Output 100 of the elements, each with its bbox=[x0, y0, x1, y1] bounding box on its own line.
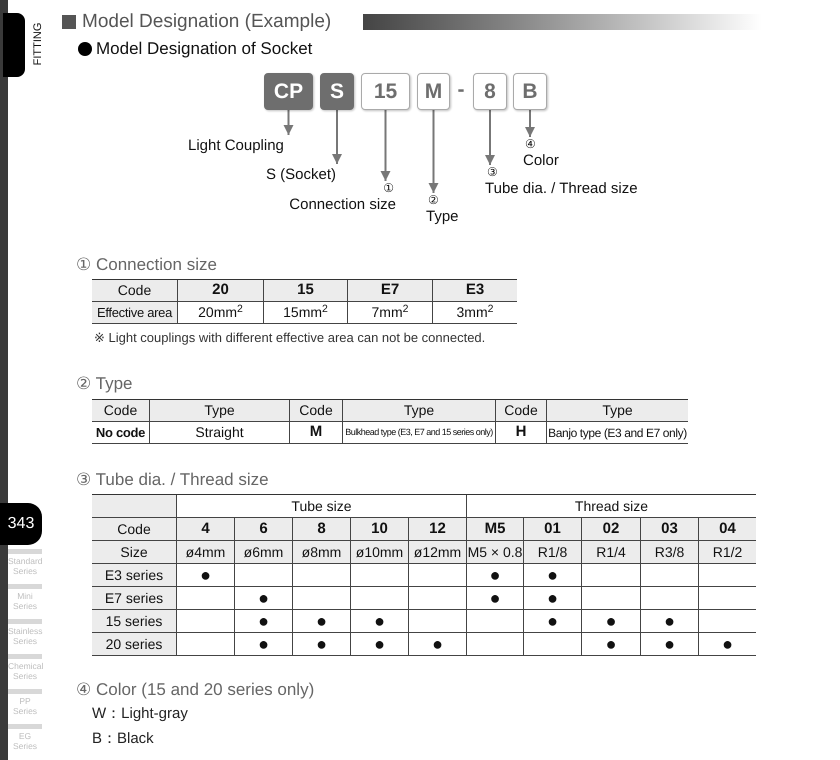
arrow bbox=[284, 110, 294, 135]
dot-mark: ● bbox=[351, 633, 409, 656]
table-cell: 04 bbox=[699, 518, 756, 541]
designation-label: Color bbox=[523, 151, 559, 171]
table-cell: 7mm$^{2}$ bbox=[348, 302, 433, 324]
table-cell: Straight bbox=[150, 422, 290, 444]
table-cell: Code bbox=[92, 400, 150, 422]
table-cell: M5 × 0.8 bbox=[467, 541, 524, 564]
circled-number: ③ bbox=[486, 165, 499, 179]
code-segment-box: 8 bbox=[473, 73, 507, 110]
table-cell: Type bbox=[150, 400, 290, 422]
code-segment-box: S bbox=[320, 73, 354, 110]
table-cell: No code bbox=[92, 422, 150, 444]
table-cell: 6 bbox=[235, 518, 293, 541]
section-heading: ② Type bbox=[76, 373, 133, 395]
designation-label: Tube dia. / Thread size bbox=[485, 179, 638, 199]
code-segment-box: B bbox=[513, 73, 547, 110]
designation-label: Type bbox=[426, 207, 459, 227]
table-cell: 3mm$^{2}$ bbox=[433, 302, 517, 324]
dot-mark: ● bbox=[235, 633, 293, 656]
table-cell: Type bbox=[343, 400, 496, 422]
table-cell: 20mm$^{2}$ bbox=[178, 302, 264, 324]
table-cell: Code bbox=[92, 518, 177, 541]
dot-mark: ● bbox=[524, 564, 582, 587]
table-cell: 12 bbox=[409, 518, 467, 541]
designation-label: S (Socket) bbox=[266, 164, 350, 186]
separator-dash: - bbox=[456, 78, 466, 102]
table-cell: E3 bbox=[433, 280, 517, 302]
dot-mark: ● bbox=[177, 564, 235, 587]
table-cell: Effective area bbox=[92, 302, 178, 324]
color-option: B：Black bbox=[92, 729, 154, 749]
dot-mark: ● bbox=[293, 633, 351, 656]
table-cell: Code bbox=[496, 400, 547, 422]
dot-mark: ● bbox=[235, 587, 293, 610]
dot-mark: ● bbox=[467, 587, 524, 610]
dot-mark: ● bbox=[582, 633, 641, 656]
arrow bbox=[428, 110, 438, 193]
table-cell: 15 series bbox=[92, 610, 177, 633]
designation-label: Connection size bbox=[289, 195, 396, 215]
section-heading: ① Connection size bbox=[76, 254, 217, 276]
series-tab-label: EG Series bbox=[12, 731, 38, 751]
table-cell: R1/2 bbox=[699, 541, 756, 564]
circled-number: ② bbox=[427, 193, 440, 207]
dot-mark: ● bbox=[641, 633, 699, 656]
table-cell: H bbox=[496, 422, 547, 444]
table-cell: 15 bbox=[264, 280, 348, 302]
dot-mark: ● bbox=[524, 610, 582, 633]
section-heading: ④ Color (15 and 20 series only) bbox=[76, 679, 314, 701]
table-cell: 20 series bbox=[92, 633, 177, 656]
dot-mark: ● bbox=[409, 633, 467, 656]
table-cell: E7 series bbox=[92, 587, 177, 610]
dot-mark: ● bbox=[582, 610, 641, 633]
series-tab-label: Chemical Series bbox=[8, 661, 42, 681]
table-cell: R3/8 bbox=[641, 541, 699, 564]
table-cell: M5 bbox=[467, 518, 524, 541]
section-heading: ③ Tube dia. / Thread size bbox=[76, 469, 269, 491]
series-tab-label: Mini Series bbox=[12, 591, 38, 611]
dot-mark: ● bbox=[641, 610, 699, 633]
color-option: W：Light-gray bbox=[92, 704, 188, 724]
table-cell: 20 bbox=[178, 280, 264, 302]
table-cell: ø10mm bbox=[351, 541, 409, 564]
arrow bbox=[332, 110, 342, 164]
dot-mark: ● bbox=[467, 564, 524, 587]
table-cell: M bbox=[290, 422, 343, 444]
series-tab-label: PP Series bbox=[12, 696, 38, 716]
table-cell: Type bbox=[547, 400, 688, 422]
table-cell: Bulkhead type (E3, E7 and 15 series only) bbox=[343, 422, 496, 444]
table-cell: 03 bbox=[641, 518, 699, 541]
table-cell: R1/4 bbox=[582, 541, 641, 564]
dot-mark: ● bbox=[235, 610, 293, 633]
page-number-tab: 343 bbox=[0, 503, 42, 545]
table-cell: 01 bbox=[524, 518, 582, 541]
table-cell: E3 series bbox=[92, 564, 177, 587]
code-segment-box: CP bbox=[264, 73, 313, 110]
designation-label: Light Coupling bbox=[188, 135, 300, 157]
table-cell: 15mm$^{2}$ bbox=[264, 302, 348, 324]
series-tab-label: Stainless Series bbox=[8, 626, 42, 646]
subtitle: Model Designation of Socket bbox=[96, 38, 312, 60]
table-cell: ø6mm bbox=[235, 541, 293, 564]
table-cell: E7 bbox=[348, 280, 433, 302]
arrow bbox=[525, 110, 535, 137]
table-cell: 10 bbox=[351, 518, 409, 541]
table-cell: Tube size bbox=[177, 495, 467, 518]
arrow bbox=[485, 110, 495, 165]
dot-mark: ● bbox=[293, 610, 351, 633]
dot-mark: ● bbox=[524, 587, 582, 610]
table-cell: ø4mm bbox=[177, 541, 235, 564]
table-cell: Code bbox=[290, 400, 343, 422]
note-text: ※ Light couplings with different effective area can not be connected. bbox=[94, 329, 486, 347]
table-cell: ø8mm bbox=[293, 541, 351, 564]
table-cell: 4 bbox=[177, 518, 235, 541]
series-tab-label: Standard Series bbox=[8, 556, 42, 576]
dot-mark: ● bbox=[351, 610, 409, 633]
tab-label: FITTING bbox=[32, 22, 44, 68]
title: Model Designation (Example) bbox=[82, 10, 332, 34]
circled-number: ④ bbox=[524, 137, 537, 151]
table-cell: 02 bbox=[582, 518, 641, 541]
circled-number: ① bbox=[382, 181, 395, 195]
code-segment-box: M bbox=[417, 73, 450, 110]
table-cell: Code bbox=[92, 280, 178, 302]
